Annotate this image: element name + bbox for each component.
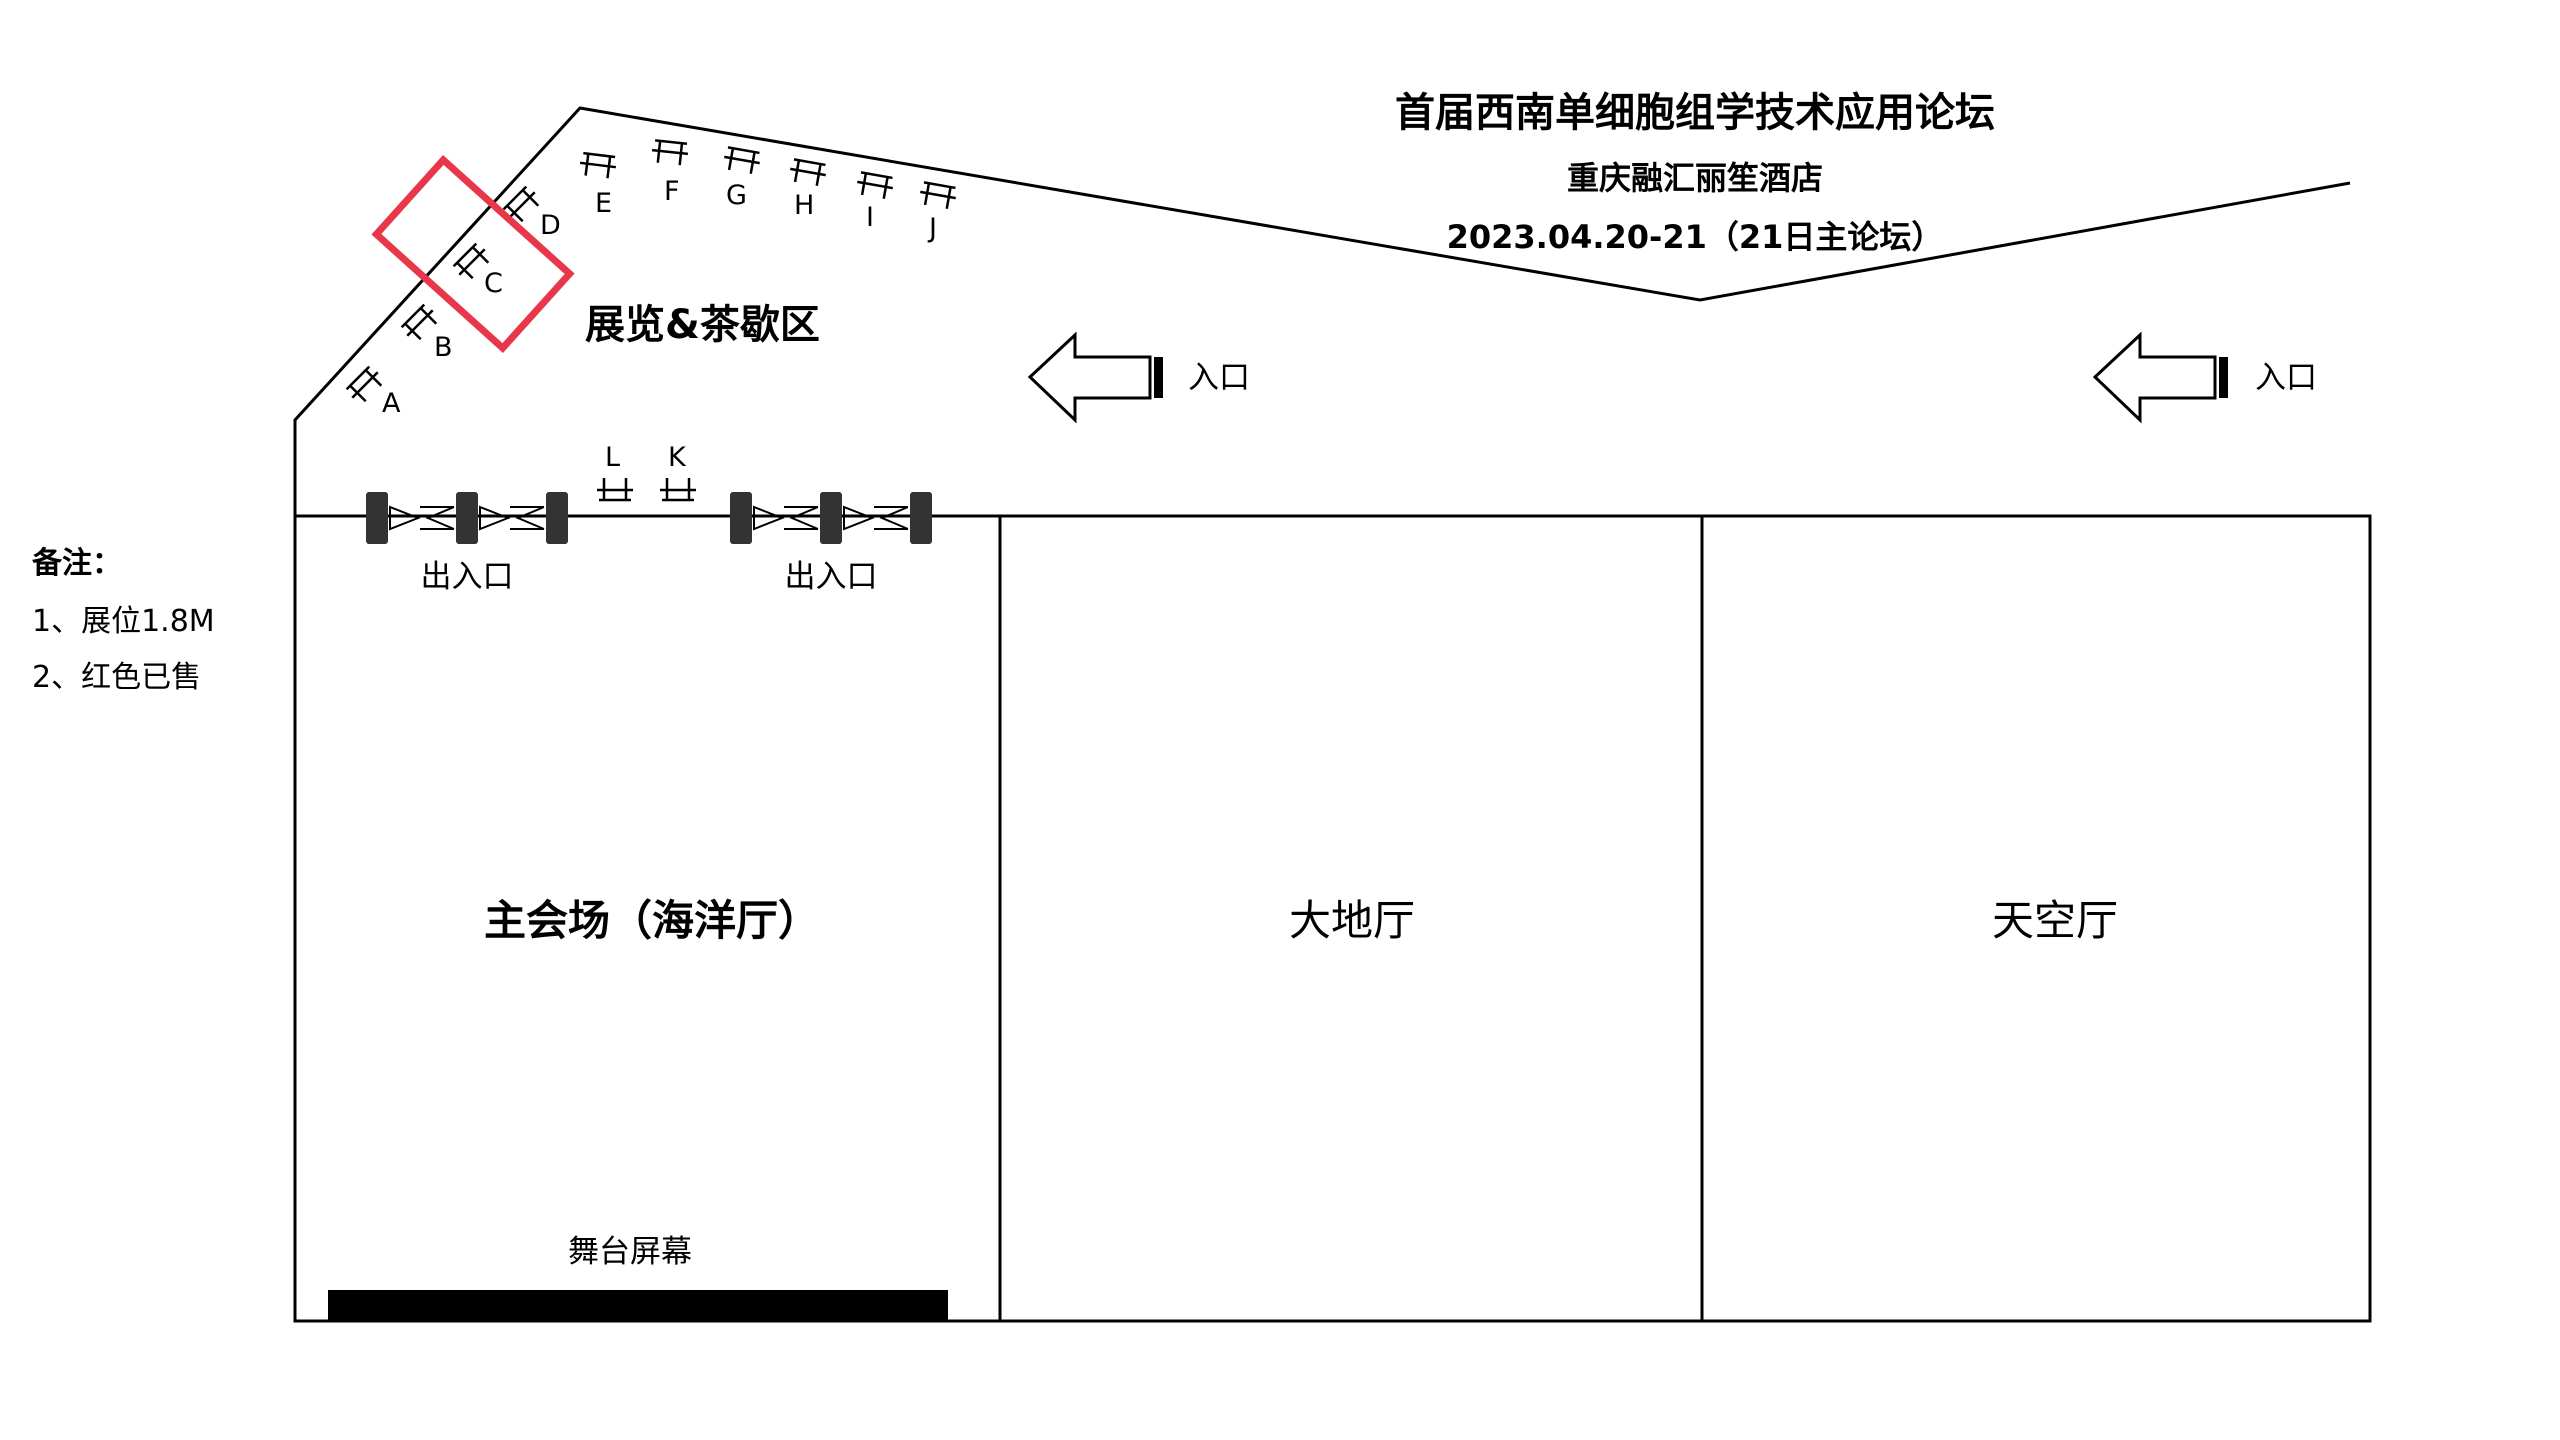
entrance-arrow-1 [1027,331,1163,424]
event-title: 首届西南单细胞组学技术应用论坛 [1395,90,1995,136]
booth-label-j: J [927,213,937,244]
stage-screen [328,1290,948,1321]
booth-table-l [595,476,635,502]
booth-table-j [916,180,959,212]
booth-table-k [658,476,698,502]
event-date: 2023.04.20-21（21日主论坛） [1447,218,1944,256]
sold-booth-highlight [371,155,575,353]
booth-table-i [853,170,896,202]
booth-label-i: I [866,202,874,233]
booth-table-h [786,157,829,189]
exhibition-zone-label: 展览&茶歇区 [585,302,820,348]
booth-label-f: F [664,176,680,207]
booth-label-l: L [605,442,620,473]
booth-label-g: G [726,180,747,211]
booth-label-c: C [484,268,503,299]
entrance-label-1: 入口 [1188,360,1250,396]
exit-doors-left [366,492,568,544]
booth-table-e [577,151,619,181]
stage-label: 舞台屏幕 [568,1234,692,1270]
notes-heading: 备注： [32,546,122,581]
booth-label-b: B [434,332,453,363]
exit-label-2: 出入口 [785,559,878,595]
booth-table-g [720,145,763,177]
exit-label-1: 出入口 [421,559,514,595]
note-item-1: 1、展位1.8M [32,604,215,639]
note-item-2: 2、红色已售 [32,660,201,695]
venue-name: 重庆融汇丽笙酒店 [1567,159,1823,197]
foyer-boundary [293,106,2351,516]
booth-label-e: E [595,188,612,219]
booth-label-h: H [794,190,814,221]
earth-hall-label: 大地厅 [1289,896,1415,945]
booth-table-a [343,363,388,408]
booth-table-f [649,138,691,168]
booth-label-d: D [540,210,561,241]
halls-outline [293,514,2372,1323]
entrance-label-2: 入口 [2255,360,2317,396]
booth-label-a: A [382,388,401,419]
exit-doors-right [730,492,932,544]
sky-hall-label: 天空厅 [1992,896,2118,945]
booth-label-k: K [668,442,687,473]
main-hall-label: 主会场（海洋厅） [484,896,820,945]
entrance-arrow-2 [2092,331,2228,424]
